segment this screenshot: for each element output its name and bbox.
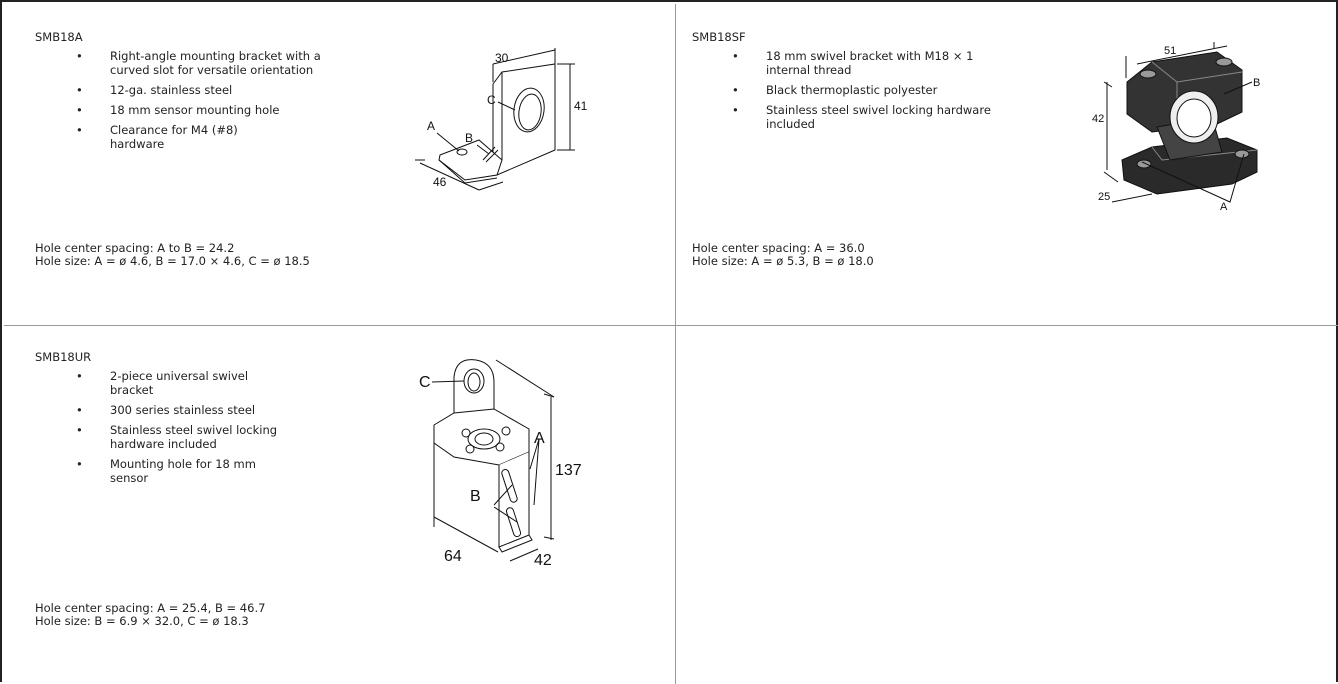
hole-spec: Hole center spacing: A = 36.0 Hole size:… — [692, 242, 874, 268]
svg-text:137: 137 — [555, 462, 582, 479]
hole-size: Hole size: A = ø 4.6, B = 17.0 × 4.6, C … — [35, 254, 310, 268]
svg-text:42: 42 — [1092, 113, 1104, 125]
feature-item: 300 series stainless steel — [76, 403, 376, 417]
svg-text:A: A — [1220, 201, 1228, 213]
feature-item: 12-ga. stainless steel — [76, 83, 376, 97]
svg-text:C: C — [419, 374, 431, 391]
feature-item: Clearance for M4 (#8) hardware — [76, 123, 376, 151]
smb18ur-dimension-drawing: C 137 A B 64 42 — [419, 359, 582, 569]
hole-size: Hole size: A = ø 5.3, B = ø 18.0 — [692, 254, 874, 268]
svg-text:51: 51 — [1164, 45, 1176, 57]
smb18a-dimension-drawing: 30 41 46 A B C — [415, 48, 588, 191]
hole-spacing: Hole center spacing: A = 25.4, B = 46.7 — [35, 601, 266, 615]
svg-text:B: B — [465, 131, 473, 145]
svg-text:30: 30 — [495, 51, 509, 65]
cell-divider-horizontal — [4, 325, 1338, 326]
feature-list: Right-angle mounting bracket with a curv… — [76, 49, 376, 157]
cell-empty — [677, 327, 1337, 682]
svg-text:A: A — [427, 119, 435, 133]
hole-spacing: Hole center spacing: A = 36.0 — [692, 241, 865, 255]
svg-text:A: A — [534, 430, 545, 447]
model-name: SMB18A — [35, 30, 83, 44]
model-name: SMB18UR — [35, 350, 92, 364]
feature-item: Mounting hole for 18 mm sensor — [76, 457, 376, 485]
feature-item: 2-piece universal swivel bracket — [76, 369, 376, 397]
feature-item: Stainless steel swivel locking hardware … — [76, 423, 376, 451]
feature-list: 18 mm swivel bracket with M18 × 1 intern… — [732, 49, 1032, 137]
svg-text:B: B — [470, 488, 481, 505]
model-name: SMB18SF — [692, 30, 746, 44]
smb18sf-dimension-drawing: 51 42 25 B A — [1092, 42, 1260, 213]
svg-text:C: C — [487, 93, 496, 107]
hole-spec: Hole center spacing: A to B = 24.2 Hole … — [35, 242, 310, 268]
hole-spec: Hole center spacing: A = 25.4, B = 46.7 … — [35, 602, 265, 628]
feature-item: Black thermoplastic polyester — [732, 83, 1032, 97]
svg-text:B: B — [1253, 77, 1260, 89]
feature-item: 18 mm swivel bracket with M18 × 1 intern… — [732, 49, 1032, 77]
cell-divider-vertical — [675, 4, 676, 684]
svg-text:46: 46 — [433, 175, 447, 189]
feature-item: Stainless steel swivel locking hardware … — [732, 103, 1032, 131]
svg-text:42: 42 — [534, 552, 552, 569]
feature-item: Right-angle mounting bracket with a curv… — [76, 49, 376, 77]
svg-text:25: 25 — [1098, 191, 1110, 203]
svg-text:64: 64 — [444, 548, 462, 565]
hole-size: Hole size: B = 6.9 × 32.0, C = ø 18.3 — [35, 614, 249, 628]
svg-text:41: 41 — [574, 99, 588, 113]
hole-spacing: Hole center spacing: A to B = 24.2 — [35, 241, 235, 255]
feature-item: 18 mm sensor mounting hole — [76, 103, 376, 117]
feature-list: 2-piece universal swivel bracket 300 ser… — [76, 369, 376, 491]
